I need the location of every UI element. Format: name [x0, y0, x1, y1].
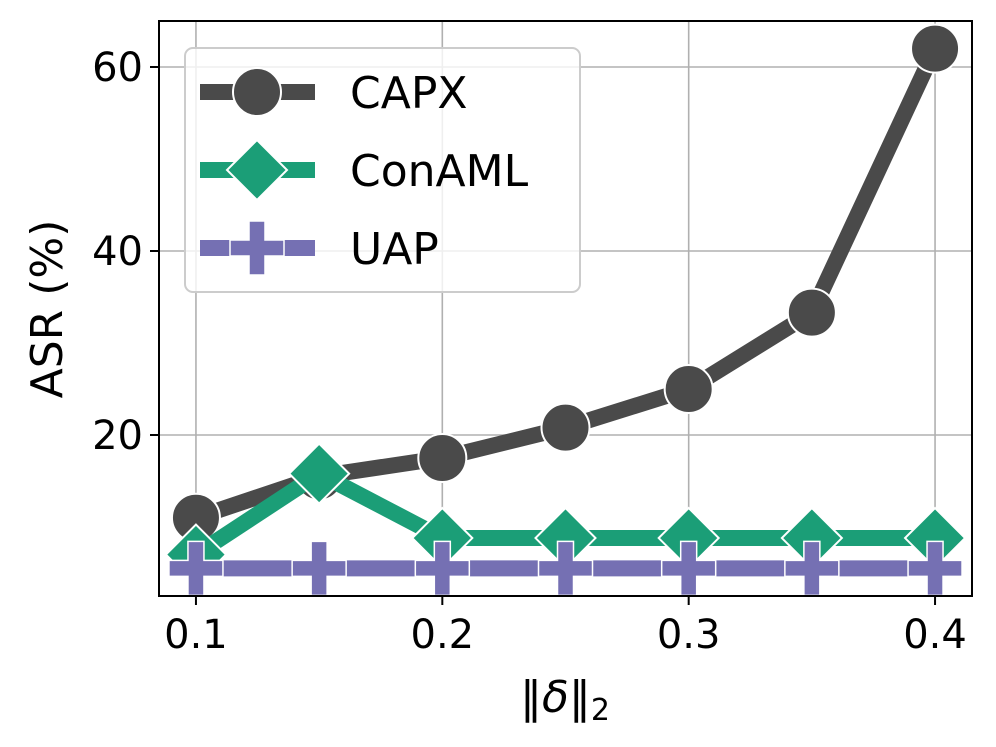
x-axis-label-norm-open: ‖ [520, 672, 542, 723]
data-point-capx [417, 433, 468, 483]
legend: CAPX ConAML UAP [184, 47, 581, 293]
x-axis-ticks: 0.1 0.2 0.3 0.4 [164, 596, 967, 658]
y-axis-label: ASR (%) [22, 220, 73, 399]
legend-entry-capx: CAPX [200, 67, 468, 119]
x-tick-label: 0.2 [411, 612, 475, 658]
legend-entries: CAPX ConAML UAP [200, 67, 529, 276]
y-tick-label: 60 [92, 45, 143, 91]
data-series [164, 23, 967, 597]
data-point-capx [663, 364, 714, 414]
data-point-uap [291, 540, 347, 597]
x-axis-label-norm-close: ‖ [569, 672, 591, 723]
y-tick-label: 40 [92, 229, 143, 275]
data-point-conaml [287, 442, 351, 506]
x-axis-label-subscript: 2 [591, 693, 610, 728]
y-axis-ticks: 20 40 60 [92, 45, 159, 459]
x-tick-label: 0.1 [164, 612, 228, 658]
x-axis-label: ‖δ‖2 [520, 672, 610, 728]
data-point-capx [540, 402, 591, 453]
x-axis-label-delta: δ [542, 672, 569, 723]
legend-label-capx: CAPX [350, 68, 468, 119]
legend-label-conaml: ConAML [350, 146, 529, 197]
legend-marker-capx [232, 67, 282, 117]
legend-marker-conaml [225, 138, 289, 202]
series-uap [168, 540, 963, 597]
y-tick-label: 20 [92, 413, 143, 459]
legend-entry-uap: UAP [200, 220, 439, 276]
x-tick-label: 0.3 [657, 612, 721, 658]
series-conaml [164, 442, 967, 587]
x-tick-label: 0.4 [903, 612, 967, 658]
legend-box [184, 47, 581, 293]
data-point-capx [786, 287, 837, 338]
legend-entry-conaml: ConAML [200, 138, 529, 202]
legend-marker-uap [229, 220, 285, 276]
plot-frame [158, 20, 973, 597]
legend-label-uap: UAP [350, 224, 439, 275]
data-point-capx [910, 23, 961, 74]
